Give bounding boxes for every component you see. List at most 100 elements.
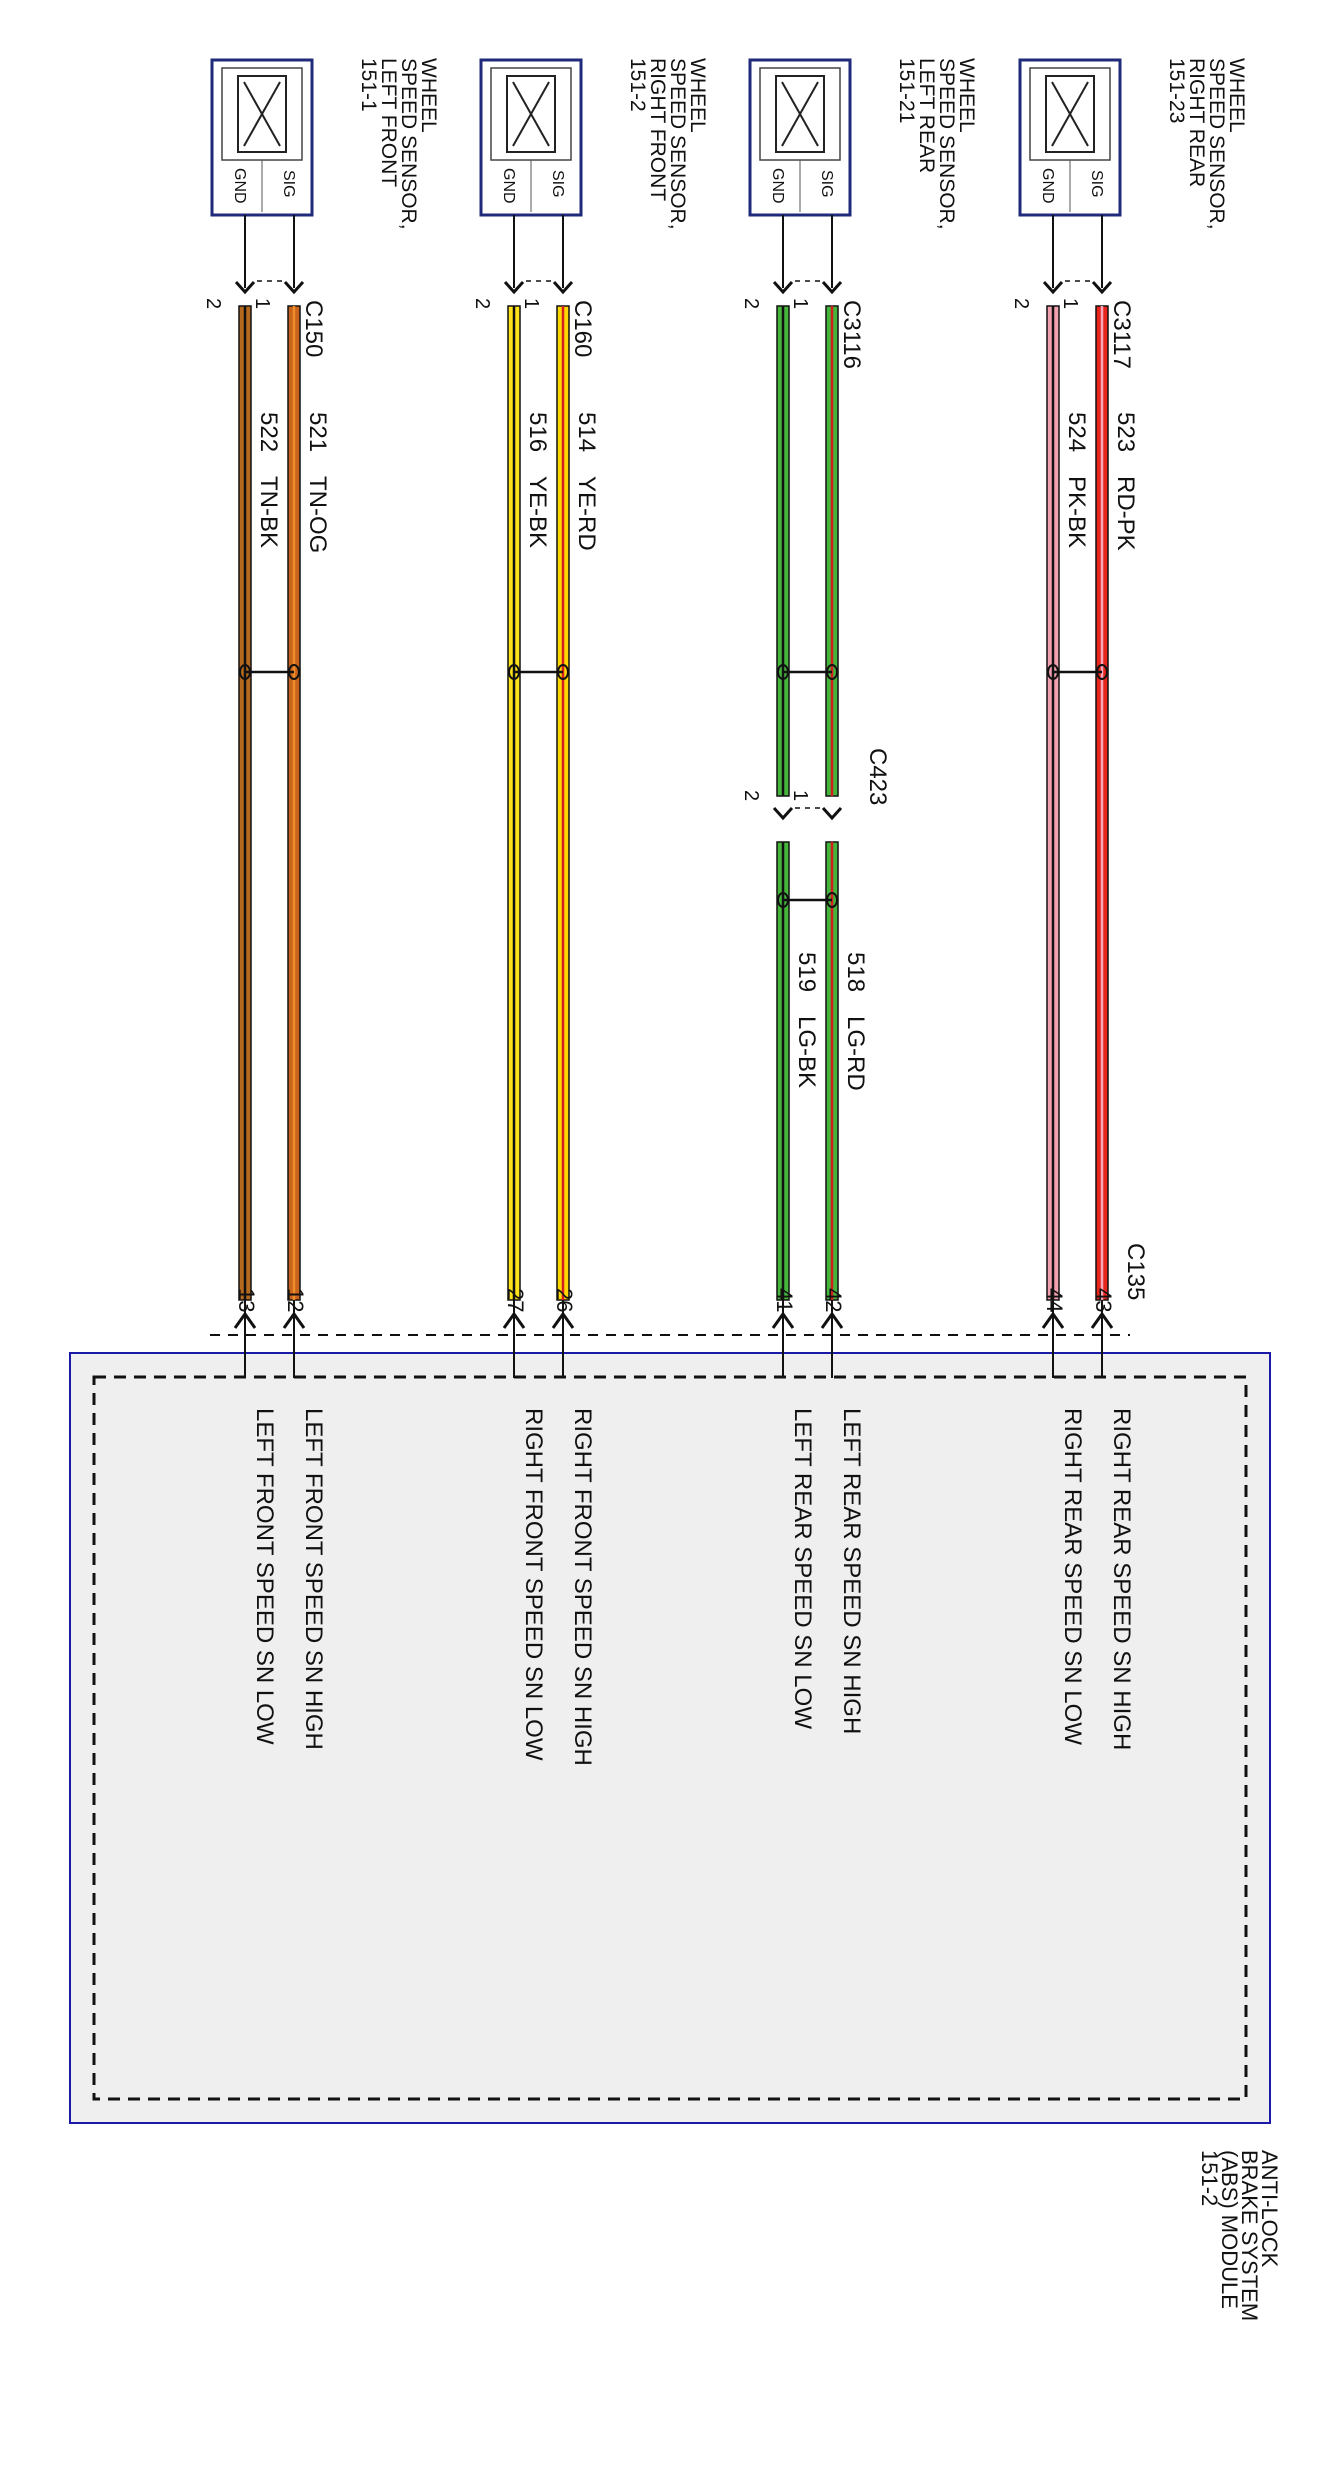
sensor-pin-sig-label: SIG bbox=[280, 170, 297, 198]
connector-chevron bbox=[1042, 280, 1064, 295]
circuit-number-high: 518 bbox=[842, 952, 869, 992]
connector-chevron bbox=[503, 280, 525, 295]
sensor-label-line: WHEEL bbox=[955, 58, 978, 133]
connector-chevron bbox=[283, 280, 305, 295]
sensor-connector-label: C3117 bbox=[1108, 300, 1135, 369]
abs-module-label-line: 151-2 bbox=[1197, 2150, 1222, 2206]
module-signal-high-label: LEFT FRONT SPEED SN HIGH bbox=[300, 1408, 327, 1750]
connector-pin-low-label: 2 bbox=[202, 298, 224, 309]
sensor-coil-cross bbox=[243, 81, 281, 147]
sensor-label-line: SPEED SENSOR, bbox=[1205, 58, 1228, 230]
connector-chevron bbox=[772, 280, 794, 295]
sensor-label-line: RIGHT REAR bbox=[1185, 58, 1208, 187]
sensor-connector-label: C3116 bbox=[838, 300, 865, 369]
sensor-label-line: LEFT REAR bbox=[915, 58, 938, 173]
sensor-coil-cross bbox=[1051, 81, 1089, 147]
sensor-pin-sig-label: SIG bbox=[549, 170, 566, 198]
connector-chevron bbox=[1091, 280, 1113, 295]
circuit-number-low: 524 bbox=[1063, 412, 1090, 452]
sensor-label-line: SPEED SENSOR, bbox=[397, 58, 420, 230]
sensor-connector-label: C160 bbox=[569, 300, 596, 357]
circuit-number-high: 514 bbox=[573, 412, 600, 452]
abs-module-inner-dashed bbox=[92, 1375, 1248, 2101]
twisted-pair-loop bbox=[557, 664, 569, 680]
inline-connector-chevron bbox=[772, 806, 794, 821]
sensor-pin-gnd-label: GND bbox=[500, 168, 517, 204]
wire-color-code-high: RD-PK bbox=[1112, 476, 1139, 551]
sensor-coil-icon bbox=[237, 75, 287, 153]
wire-color-code-low: TN-BK bbox=[255, 476, 282, 548]
module-signal-high-label: RIGHT REAR SPEED SN HIGH bbox=[1108, 1408, 1135, 1750]
abs-module-label-line: ANTI-LOCK bbox=[1257, 2150, 1282, 2268]
connector-pin-low-label: 2 bbox=[1010, 298, 1032, 309]
wire-color-code-low: YE-BK bbox=[524, 476, 551, 548]
module-pin-low-label: 13 bbox=[234, 1288, 259, 1312]
module-signal-low-label: RIGHT REAR SPEED SN LOW bbox=[1059, 1408, 1086, 1745]
circuit-number-low: 522 bbox=[255, 412, 282, 452]
sensor-label-line: 151-2 bbox=[626, 58, 649, 112]
sensor-pin-gnd-label: GND bbox=[769, 168, 786, 204]
module-signal-low-label: LEFT FRONT SPEED SN LOW bbox=[251, 1408, 278, 1745]
inline-pin-high-label: 1 bbox=[789, 790, 811, 801]
connector-chevron bbox=[552, 280, 574, 295]
connector-pin-high-label: 1 bbox=[251, 298, 273, 309]
module-pin-low-label: 44 bbox=[1042, 1288, 1067, 1312]
twisted-pair-loop bbox=[1047, 664, 1059, 680]
sensor-label-line: SPEED SENSOR, bbox=[935, 58, 958, 230]
sensor-label-line: 151-1 bbox=[357, 58, 380, 112]
module-signal-low-label: RIGHT FRONT SPEED SN LOW bbox=[520, 1408, 547, 1761]
module-pin-high-label: 26 bbox=[552, 1288, 577, 1312]
module-pin-low-label: 41 bbox=[772, 1288, 797, 1312]
c135-label: C135 bbox=[1122, 1243, 1149, 1300]
inline-connector-label: C423 bbox=[864, 748, 891, 805]
sensor-label-line: 151-21 bbox=[895, 58, 918, 123]
sensor-label-line: SPEED SENSOR, bbox=[666, 58, 689, 230]
sensor-label-line: WHEEL bbox=[417, 58, 440, 133]
twisted-pair-loop bbox=[826, 892, 838, 908]
connector-pin-high-label: 1 bbox=[520, 298, 542, 309]
sensor-pin-sig-label: SIG bbox=[1088, 170, 1105, 198]
connector-pin-high-label: 1 bbox=[1059, 298, 1081, 309]
sensor-coil-icon bbox=[775, 75, 825, 153]
abs-module-label-line: BRAKE SYSTEM bbox=[1237, 2150, 1262, 2321]
sensor-label-line: WHEEL bbox=[1225, 58, 1248, 133]
connector-pin-low-label: 2 bbox=[471, 298, 493, 309]
inline-connector-chevron bbox=[821, 806, 843, 821]
sensor-label-line: LEFT FRONT bbox=[377, 58, 400, 187]
wire-color-code-high: LG-RD bbox=[842, 1016, 869, 1091]
abs-module-label-line: (ABS) MODULE bbox=[1217, 2150, 1242, 2309]
sensor-coil-icon bbox=[1045, 75, 1095, 153]
twisted-pair-loop bbox=[777, 664, 789, 680]
sensor-pin-sig-label: SIG bbox=[818, 170, 835, 198]
circuit-number-low: 519 bbox=[793, 952, 820, 992]
connector-chevron bbox=[821, 280, 843, 295]
connector-chevron bbox=[234, 280, 256, 295]
twisted-pair-loop bbox=[288, 664, 300, 680]
twisted-pair-loop bbox=[826, 664, 838, 680]
circuit-number-high: 523 bbox=[1112, 412, 1139, 452]
module-pin-high-label: 43 bbox=[1091, 1288, 1116, 1312]
twisted-pair-loop bbox=[239, 664, 251, 680]
twisted-pair-loop bbox=[1096, 664, 1108, 680]
sensor-coil-icon bbox=[506, 75, 556, 153]
sensor-coil-cross bbox=[781, 81, 819, 147]
sensor-pin-gnd-label: GND bbox=[231, 168, 248, 204]
sensor-pin-gnd-label: GND bbox=[1039, 168, 1056, 204]
module-signal-high-label: LEFT REAR SPEED SN HIGH bbox=[838, 1408, 865, 1734]
sensor-label-line: 151-23 bbox=[1165, 58, 1188, 123]
sensor-connector-label: C150 bbox=[300, 300, 327, 357]
sensor-label-line: WHEEL bbox=[686, 58, 709, 133]
connector-pin-high-label: 1 bbox=[789, 298, 811, 309]
module-pin-low-label: 27 bbox=[503, 1288, 528, 1312]
circuit-number-low: 516 bbox=[524, 412, 551, 452]
twisted-pair-loop bbox=[508, 664, 520, 680]
module-pin-high-label: 42 bbox=[821, 1288, 846, 1312]
module-signal-low-label: LEFT REAR SPEED SN LOW bbox=[789, 1408, 816, 1729]
twisted-pair-loop bbox=[777, 892, 789, 908]
